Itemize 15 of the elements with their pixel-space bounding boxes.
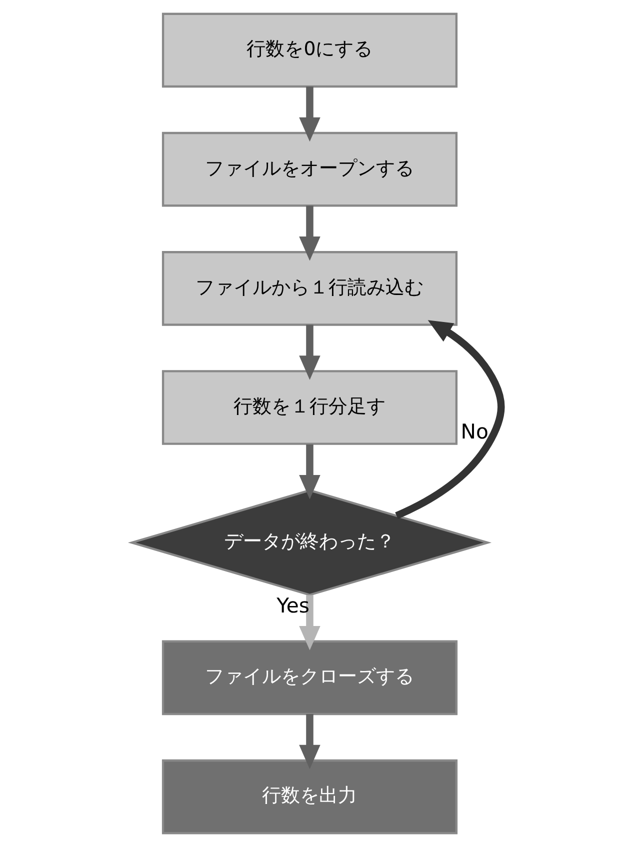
arrow <box>394 320 504 520</box>
node-box: 行数を１行分足す <box>161 370 458 445</box>
arrow <box>298 324 320 380</box>
arrow <box>298 206 320 261</box>
node-box: ファイルをクローズする <box>161 640 458 716</box>
node-box: ファイルから１行読み込む <box>161 251 458 326</box>
arrow <box>298 86 320 142</box>
node-diamond: データが終わった？ <box>127 489 492 596</box>
edge-label: No <box>460 419 488 444</box>
arrow <box>298 444 320 500</box>
arrow <box>298 595 320 650</box>
node-box: ファイルをオープンする <box>161 132 458 207</box>
arrow <box>298 714 320 770</box>
node-box: 行数を出力 <box>161 759 458 834</box>
node-box: 行数を0にする <box>161 12 458 88</box>
